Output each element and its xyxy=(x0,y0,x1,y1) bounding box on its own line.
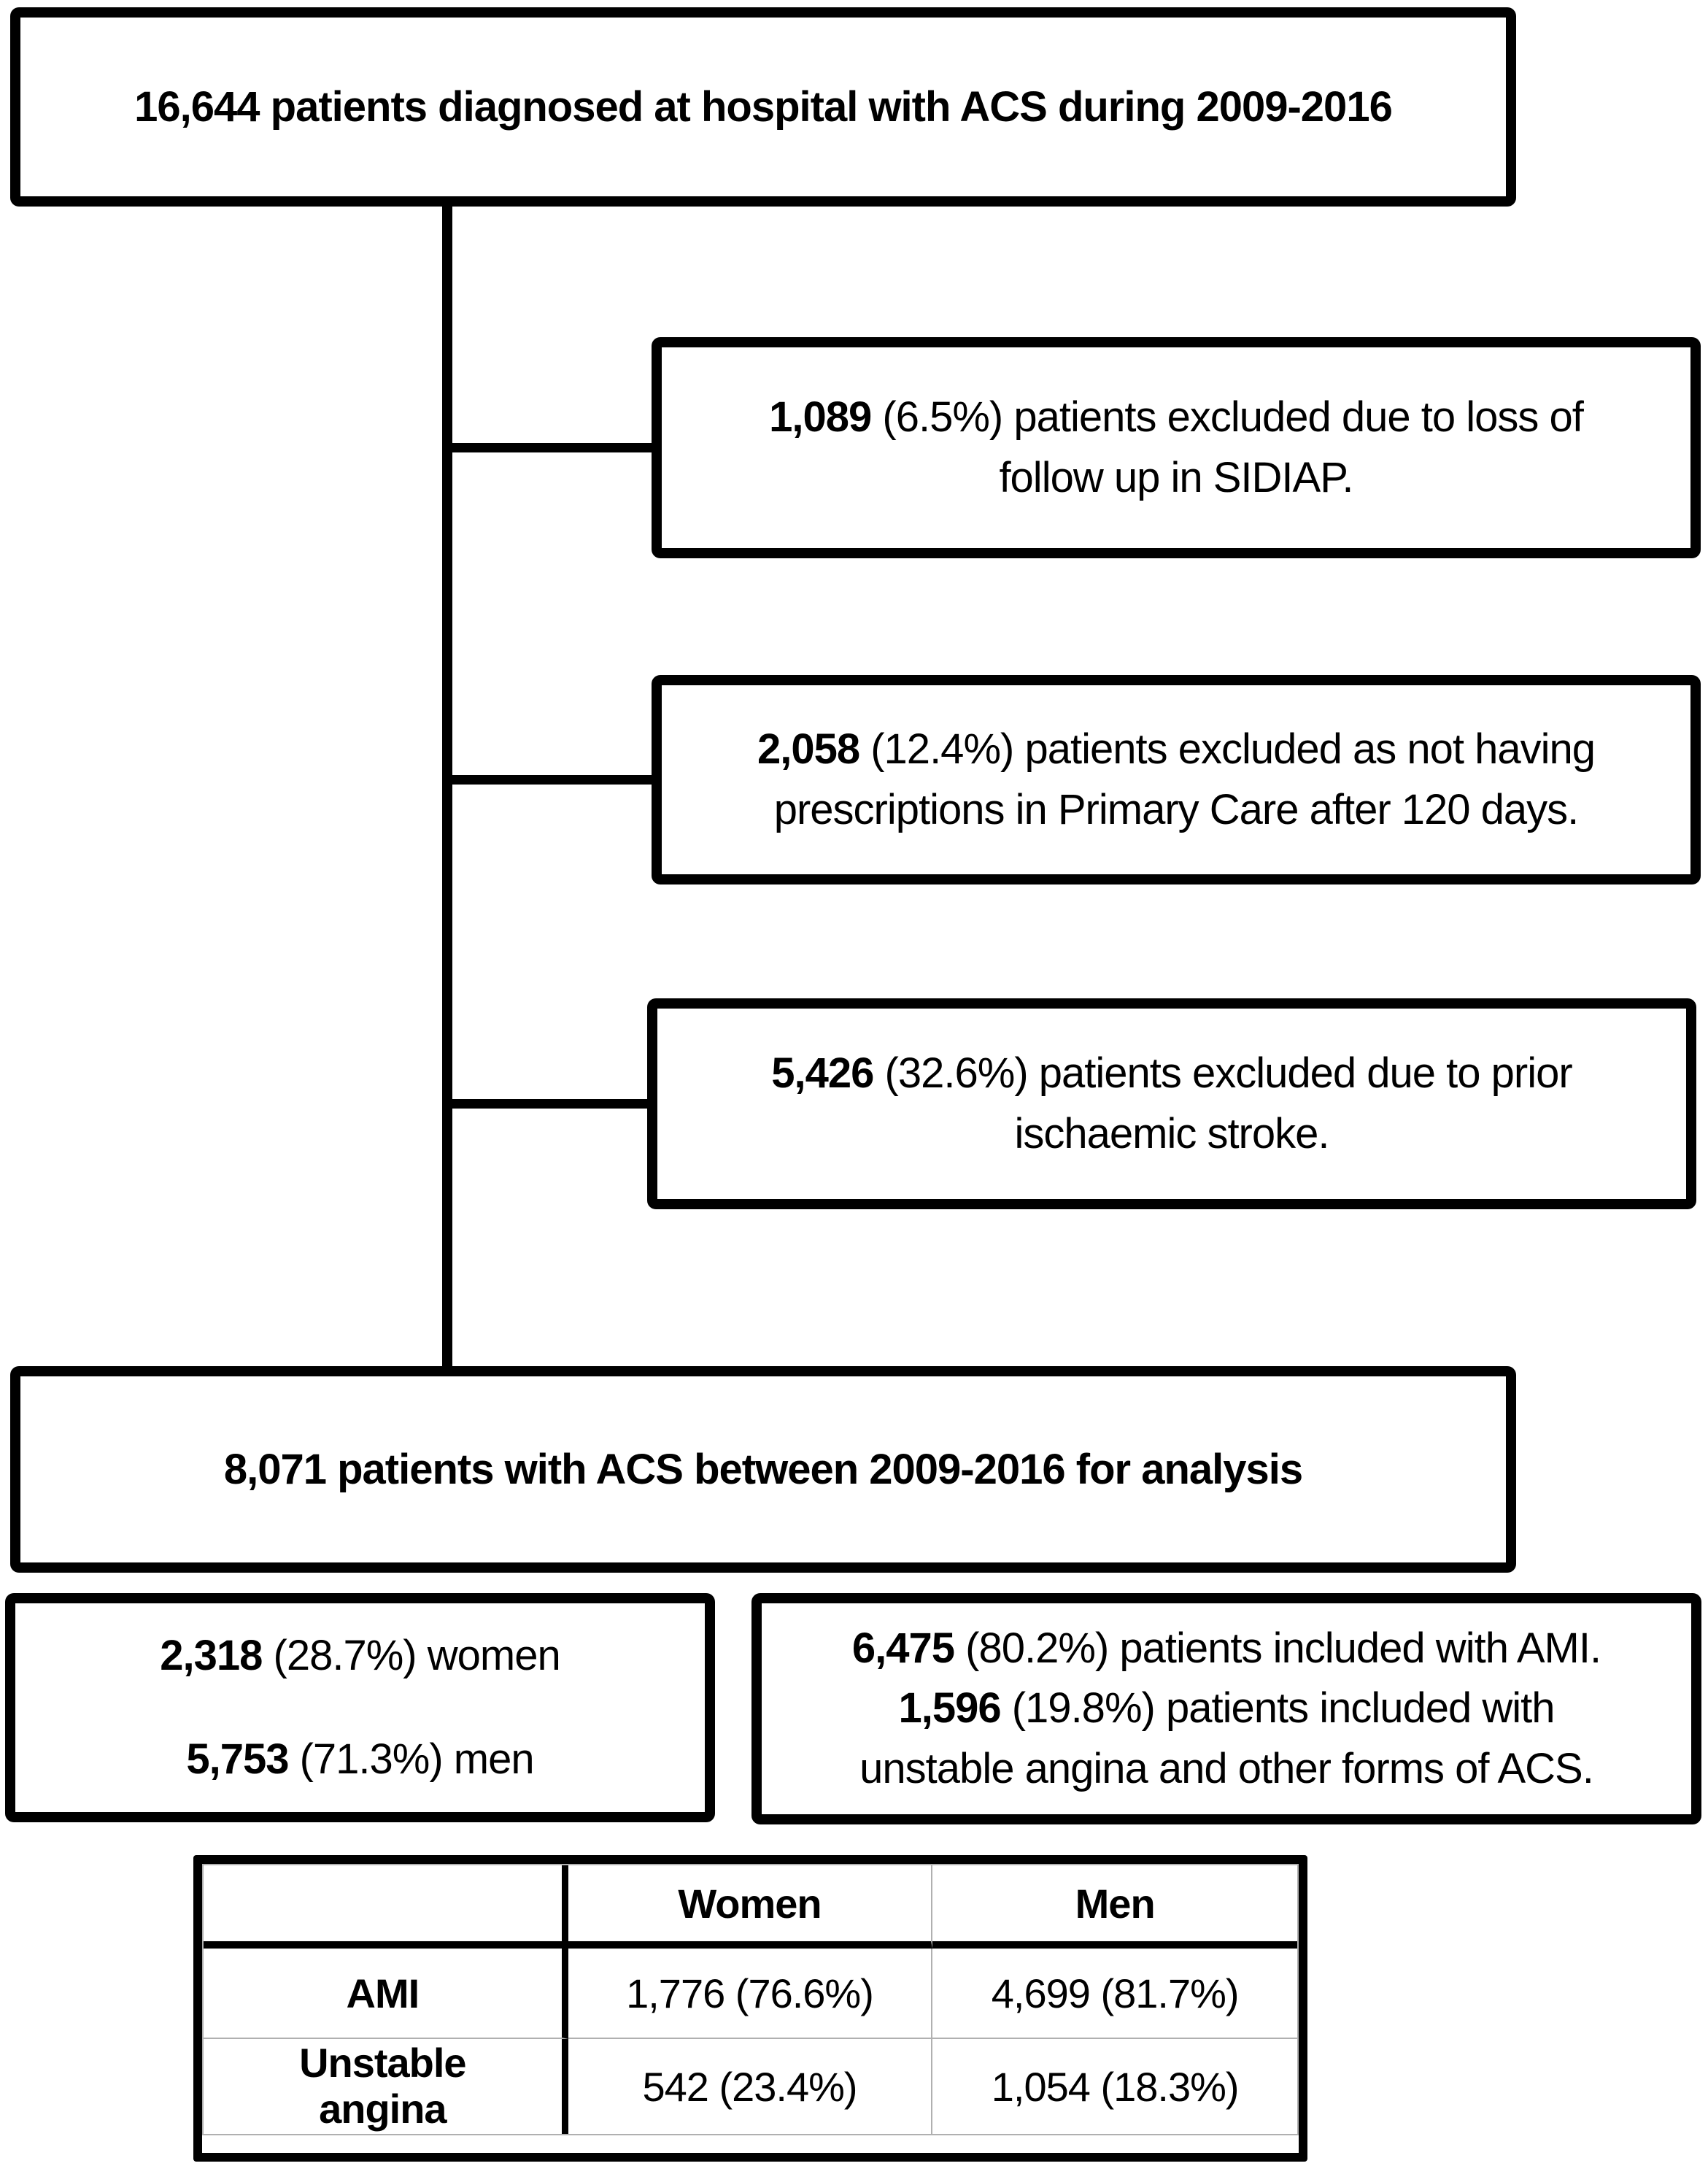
table-cell-ami-women: 1,776 (76.6%) xyxy=(568,1949,933,2039)
box-total-patients-text: 16,644 patients diagnosed at hospital wi… xyxy=(134,83,1393,131)
box-exclusion-no-prescriptions: 2,058 (12.4%) patients excluded as not h… xyxy=(652,675,1701,884)
table-header-women: Women xyxy=(568,1865,933,1949)
table-cell-ami-men: 4,699 (81.7%) xyxy=(932,1949,1297,2039)
table-cell-unstable-angina-women: 542 (23.4%) xyxy=(568,2039,933,2134)
table-header-men: Men xyxy=(932,1865,1297,1949)
box-total-patients: 16,644 patients diagnosed at hospital wi… xyxy=(10,7,1516,207)
table-rowlabel-unstable-angina-text: Unstable angina xyxy=(299,2040,467,2132)
connector-trunk xyxy=(442,207,452,1366)
table-rowlabel-ami: AMI xyxy=(204,1949,568,2039)
acs-type-by-sex-table-grid: Women Men AMI 1,776 (76.6%) 4,699 (81.7%… xyxy=(202,1864,1299,2135)
box-acs-type-breakdown: 6,475 (80.2%) patients included with AMI… xyxy=(751,1593,1701,1824)
box-acs-type-breakdown-text: 6,475 (80.2%) patients included with AMI… xyxy=(851,1624,1601,1792)
box-analysis-cohort: 8,071 patients with ACS between 2009-201… xyxy=(10,1366,1516,1573)
box-exclusion-lost-followup: 1,089 (6.5%) patients excluded due to lo… xyxy=(652,337,1701,558)
box-analysis-cohort-text: 8,071 patients with ACS between 2009-201… xyxy=(223,1446,1303,1493)
connector-branch-1 xyxy=(442,443,652,452)
table-rowlabel-unstable-angina: Unstable angina xyxy=(204,2039,568,2134)
box-exclusion-lost-followup-text: 1,089 (6.5%) patients excluded due to lo… xyxy=(769,393,1584,501)
acs-type-by-sex-table: Women Men AMI 1,776 (76.6%) 4,699 (81.7%… xyxy=(193,1855,1307,2162)
connector-branch-2 xyxy=(442,775,652,785)
table-corner-cell xyxy=(204,1865,568,1949)
table-cell-unstable-angina-men: 1,054 (18.3%) xyxy=(932,2039,1297,2134)
box-exclusion-no-prescriptions-text: 2,058 (12.4%) patients excluded as not h… xyxy=(757,725,1596,833)
box-exclusion-prior-stroke: 5,426 (32.6%) patients excluded due to p… xyxy=(647,998,1696,1209)
box-exclusion-prior-stroke-text: 5,426 (32.6%) patients excluded due to p… xyxy=(771,1049,1572,1157)
connector-branch-3 xyxy=(442,1099,647,1109)
